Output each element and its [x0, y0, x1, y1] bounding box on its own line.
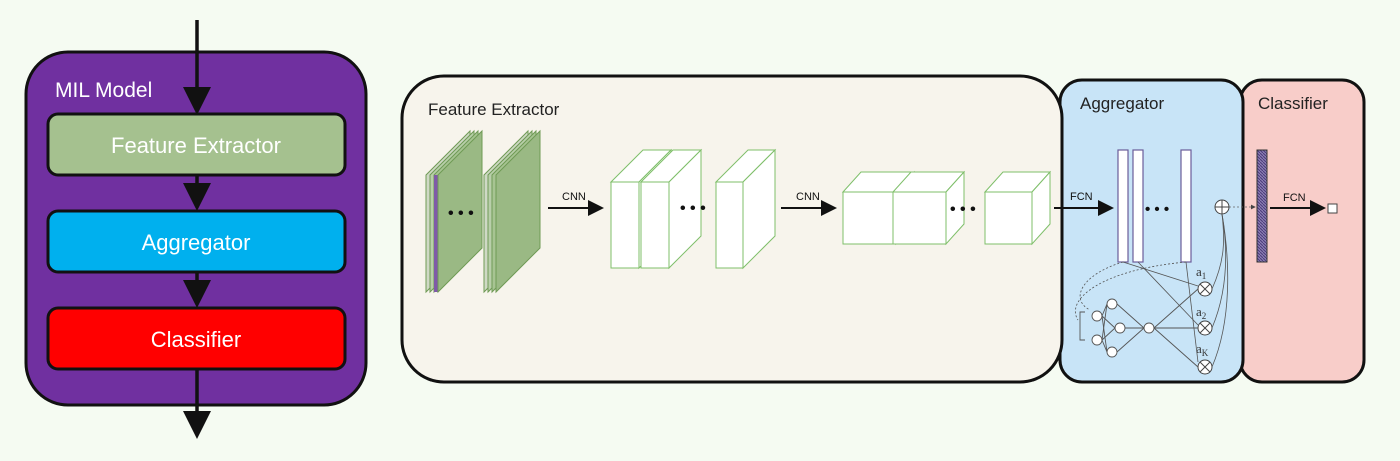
mil-aggregator-label: Aggregator	[142, 230, 251, 255]
attention-network	[1079, 288, 1199, 368]
feature-maps-layer-1	[609, 148, 777, 270]
cnn-label-2: CNN	[796, 191, 820, 203]
mil-feature-extractor-label: Feature Extractor	[111, 133, 281, 158]
mil-aggregator-block	[46, 209, 347, 274]
feature-extractor-section-title: Feature Extractor	[428, 100, 560, 119]
classifier-fcn-label: FCN	[1283, 192, 1306, 204]
instance-feature-1	[1117, 149, 1129, 263]
mil-model-title: MIL Model	[55, 79, 152, 102]
cnn-label-1: CNN	[562, 191, 586, 203]
aggregator-section-title: Aggregator	[1080, 94, 1164, 113]
attention-weight-a1: a1	[1196, 264, 1206, 281]
feature-extractor-section: Feature Extractor • • • CNN	[400, 74, 1064, 384]
classifier-section: Classifier FCN	[1238, 78, 1366, 384]
layer-2-ellipsis: • • •	[950, 201, 976, 218]
aggregator-ellipsis: • • •	[1145, 201, 1169, 218]
output-prediction-node	[1327, 203, 1338, 214]
fcn-label-1: FCN	[1070, 191, 1093, 203]
instance-feature-2	[1132, 149, 1144, 263]
mil-classifier-label: Classifier	[151, 327, 241, 352]
mil-classifier-block	[46, 306, 347, 371]
mil-model-panel: MIL Model Feature Extractor Aggregator C…	[24, 20, 368, 439]
input-instances: • • •	[425, 129, 541, 294]
feature-to-weight-lines	[1075, 213, 1229, 368]
mil-feature-extractor-block	[46, 112, 347, 177]
input-ellipsis: • • •	[448, 205, 474, 222]
attention-weight-a2: a2	[1196, 304, 1206, 321]
instance-feature-k	[1180, 149, 1192, 263]
pooled-feature-vector	[1256, 149, 1268, 263]
feature-maps-layer-2	[841, 170, 1052, 246]
aggregator-section-background	[1058, 78, 1245, 384]
attention-weight-ak: aK	[1196, 341, 1209, 358]
aggregator-section: Aggregator • • • a1 a2 aK	[1058, 78, 1256, 384]
layer-1-ellipsis: • • •	[680, 200, 706, 217]
classifier-section-title: Classifier	[1258, 94, 1328, 113]
